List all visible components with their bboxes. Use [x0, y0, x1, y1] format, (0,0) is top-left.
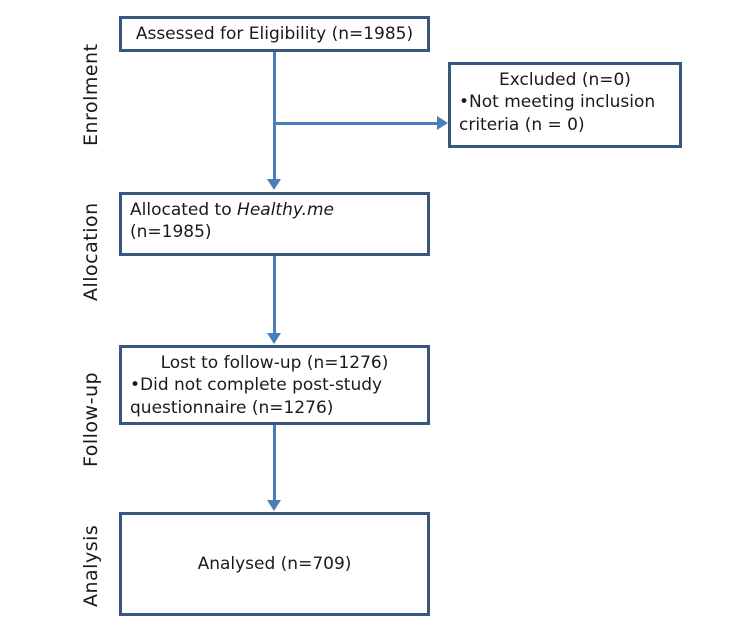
box-lost-to-follow-up: Lost to follow-up (n=1276) •Did not comp…	[119, 345, 430, 425]
box-excluded-bullet-line-1: •Not meeting inclusion	[459, 92, 656, 113]
box-excluded-title: Excluded (n=0)	[499, 70, 631, 90]
connector-assessed-to-excluded	[273, 122, 439, 125]
connector-lost-to-analysed	[273, 424, 276, 502]
stage-label-allocation: Allocation	[80, 202, 102, 302]
box-lost-bullet-line-1: •Did not complete post-study	[130, 375, 383, 396]
box-assessed-for-eligibility: Assessed for Eligibility (n=1985)	[119, 16, 430, 52]
box-lost-bullet-line-2: questionnaire (n=1276)	[130, 397, 334, 418]
stage-label-analysis: Analysis	[80, 524, 102, 608]
box-allocated-title-suffix: (n=1985)	[130, 222, 212, 243]
connector-allocated-to-lost	[273, 255, 276, 335]
arrowhead-excluded	[437, 116, 448, 130]
box-excluded-bullet-line-2: criteria (n = 0)	[459, 114, 585, 135]
stage-label-enrolment: Enrolment	[80, 43, 102, 147]
arrowhead-lost	[267, 333, 281, 344]
box-allocated-title-intervention: Healthy.me	[237, 200, 335, 220]
box-excluded: Excluded (n=0) •Not meeting inclusion cr…	[448, 62, 682, 148]
box-allocated-title-prefix: Allocated to	[130, 200, 238, 220]
box-assessed-title: Assessed for Eligibility (n=1985)	[135, 23, 414, 44]
box-allocated-title: Allocated to Healthy.me (n=1985)	[130, 199, 419, 244]
stage-label-follow-up: Follow-up	[80, 371, 102, 467]
box-analysed: Analysed (n=709)	[119, 512, 430, 616]
arrowhead-allocated	[267, 179, 281, 190]
box-allocated: Allocated to Healthy.me (n=1985)	[119, 192, 430, 256]
arrowhead-analysed	[267, 500, 281, 511]
box-lost-title: Lost to follow-up (n=1276)	[160, 353, 389, 373]
box-analysed-title: Analysed (n=709)	[197, 553, 352, 574]
connector-assessed-to-allocated	[273, 51, 276, 181]
